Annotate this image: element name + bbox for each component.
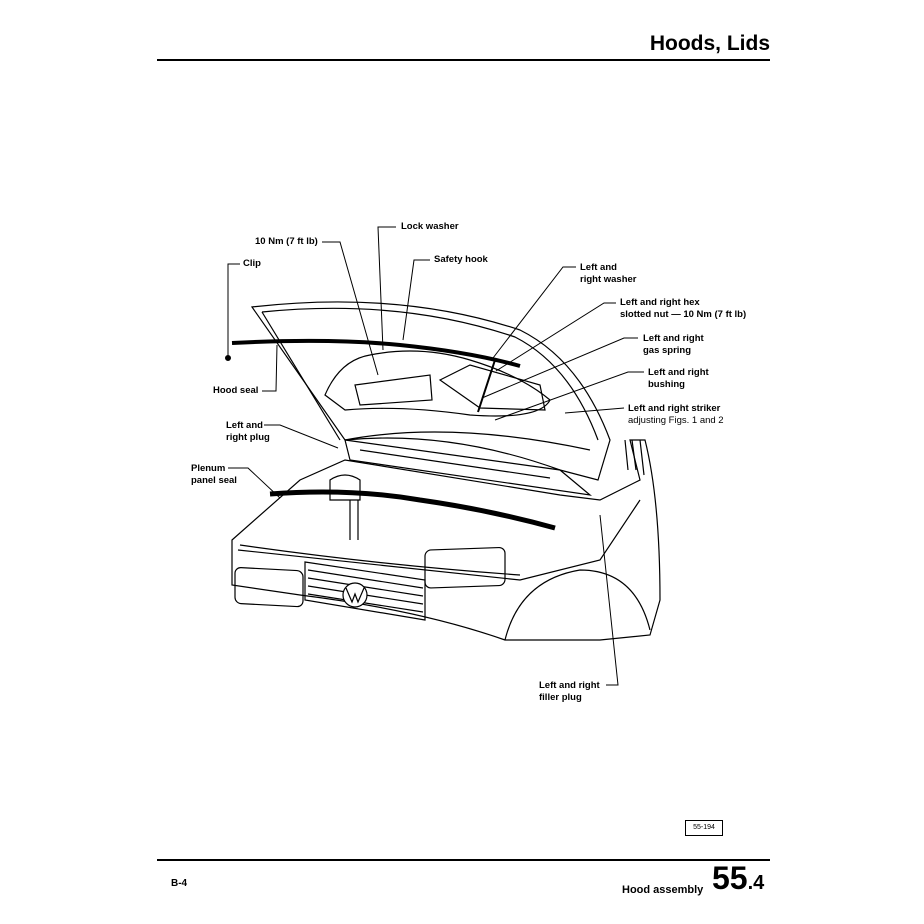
- label-line: Left and right: [648, 367, 709, 378]
- label-line: Left and: [580, 262, 617, 273]
- label-line: right washer: [580, 274, 637, 285]
- label-clip: Clip: [243, 258, 261, 269]
- page-title: Hoods, Lids: [649, 32, 770, 55]
- hood-panel: [250, 301, 611, 481]
- plenum-panel-seal: [269, 489, 556, 531]
- label-line: Left and: [226, 420, 263, 431]
- figure-number: 55-194: [685, 820, 723, 836]
- label-line: Left and right: [539, 680, 600, 691]
- section-title: Hood assembly: [622, 884, 704, 896]
- page-number: B-4: [171, 878, 188, 889]
- label-safety-hook: Safety hook: [434, 254, 488, 265]
- section-sub: .4: [747, 872, 765, 894]
- car-body: [231, 439, 661, 641]
- label-line: gas spring: [643, 345, 692, 356]
- section-main: 55: [712, 860, 748, 896]
- label-line: right plug: [226, 432, 270, 443]
- label-line: Left and right hex: [620, 297, 700, 308]
- label-line: adjusting Figs. 1 and 2: [628, 415, 724, 426]
- footer-rule: [157, 859, 770, 861]
- label-line: Plenum: [191, 463, 226, 474]
- grille: [304, 561, 426, 621]
- label-line: bushing: [648, 379, 685, 390]
- gas-spring: [477, 359, 496, 413]
- label-line: panel seal: [191, 475, 237, 486]
- section-number: 55.4: [712, 860, 764, 897]
- hood-seal: [231, 338, 521, 368]
- left-headlight: [234, 567, 304, 608]
- label-line: filler plug: [539, 692, 582, 703]
- label-line: slotted nut — 10 Nm (7 ft lb): [620, 309, 747, 320]
- label-line: Left and right: [643, 333, 704, 344]
- label-hood-seal: Hood seal: [213, 385, 259, 396]
- label-line: Left and right striker: [628, 403, 721, 414]
- right-headlight: [424, 546, 506, 589]
- label-lock-washer: Lock washer: [401, 221, 459, 232]
- header-rule: [157, 59, 770, 61]
- label-torque-10nm: 10 Nm (7 ft lb): [255, 236, 318, 247]
